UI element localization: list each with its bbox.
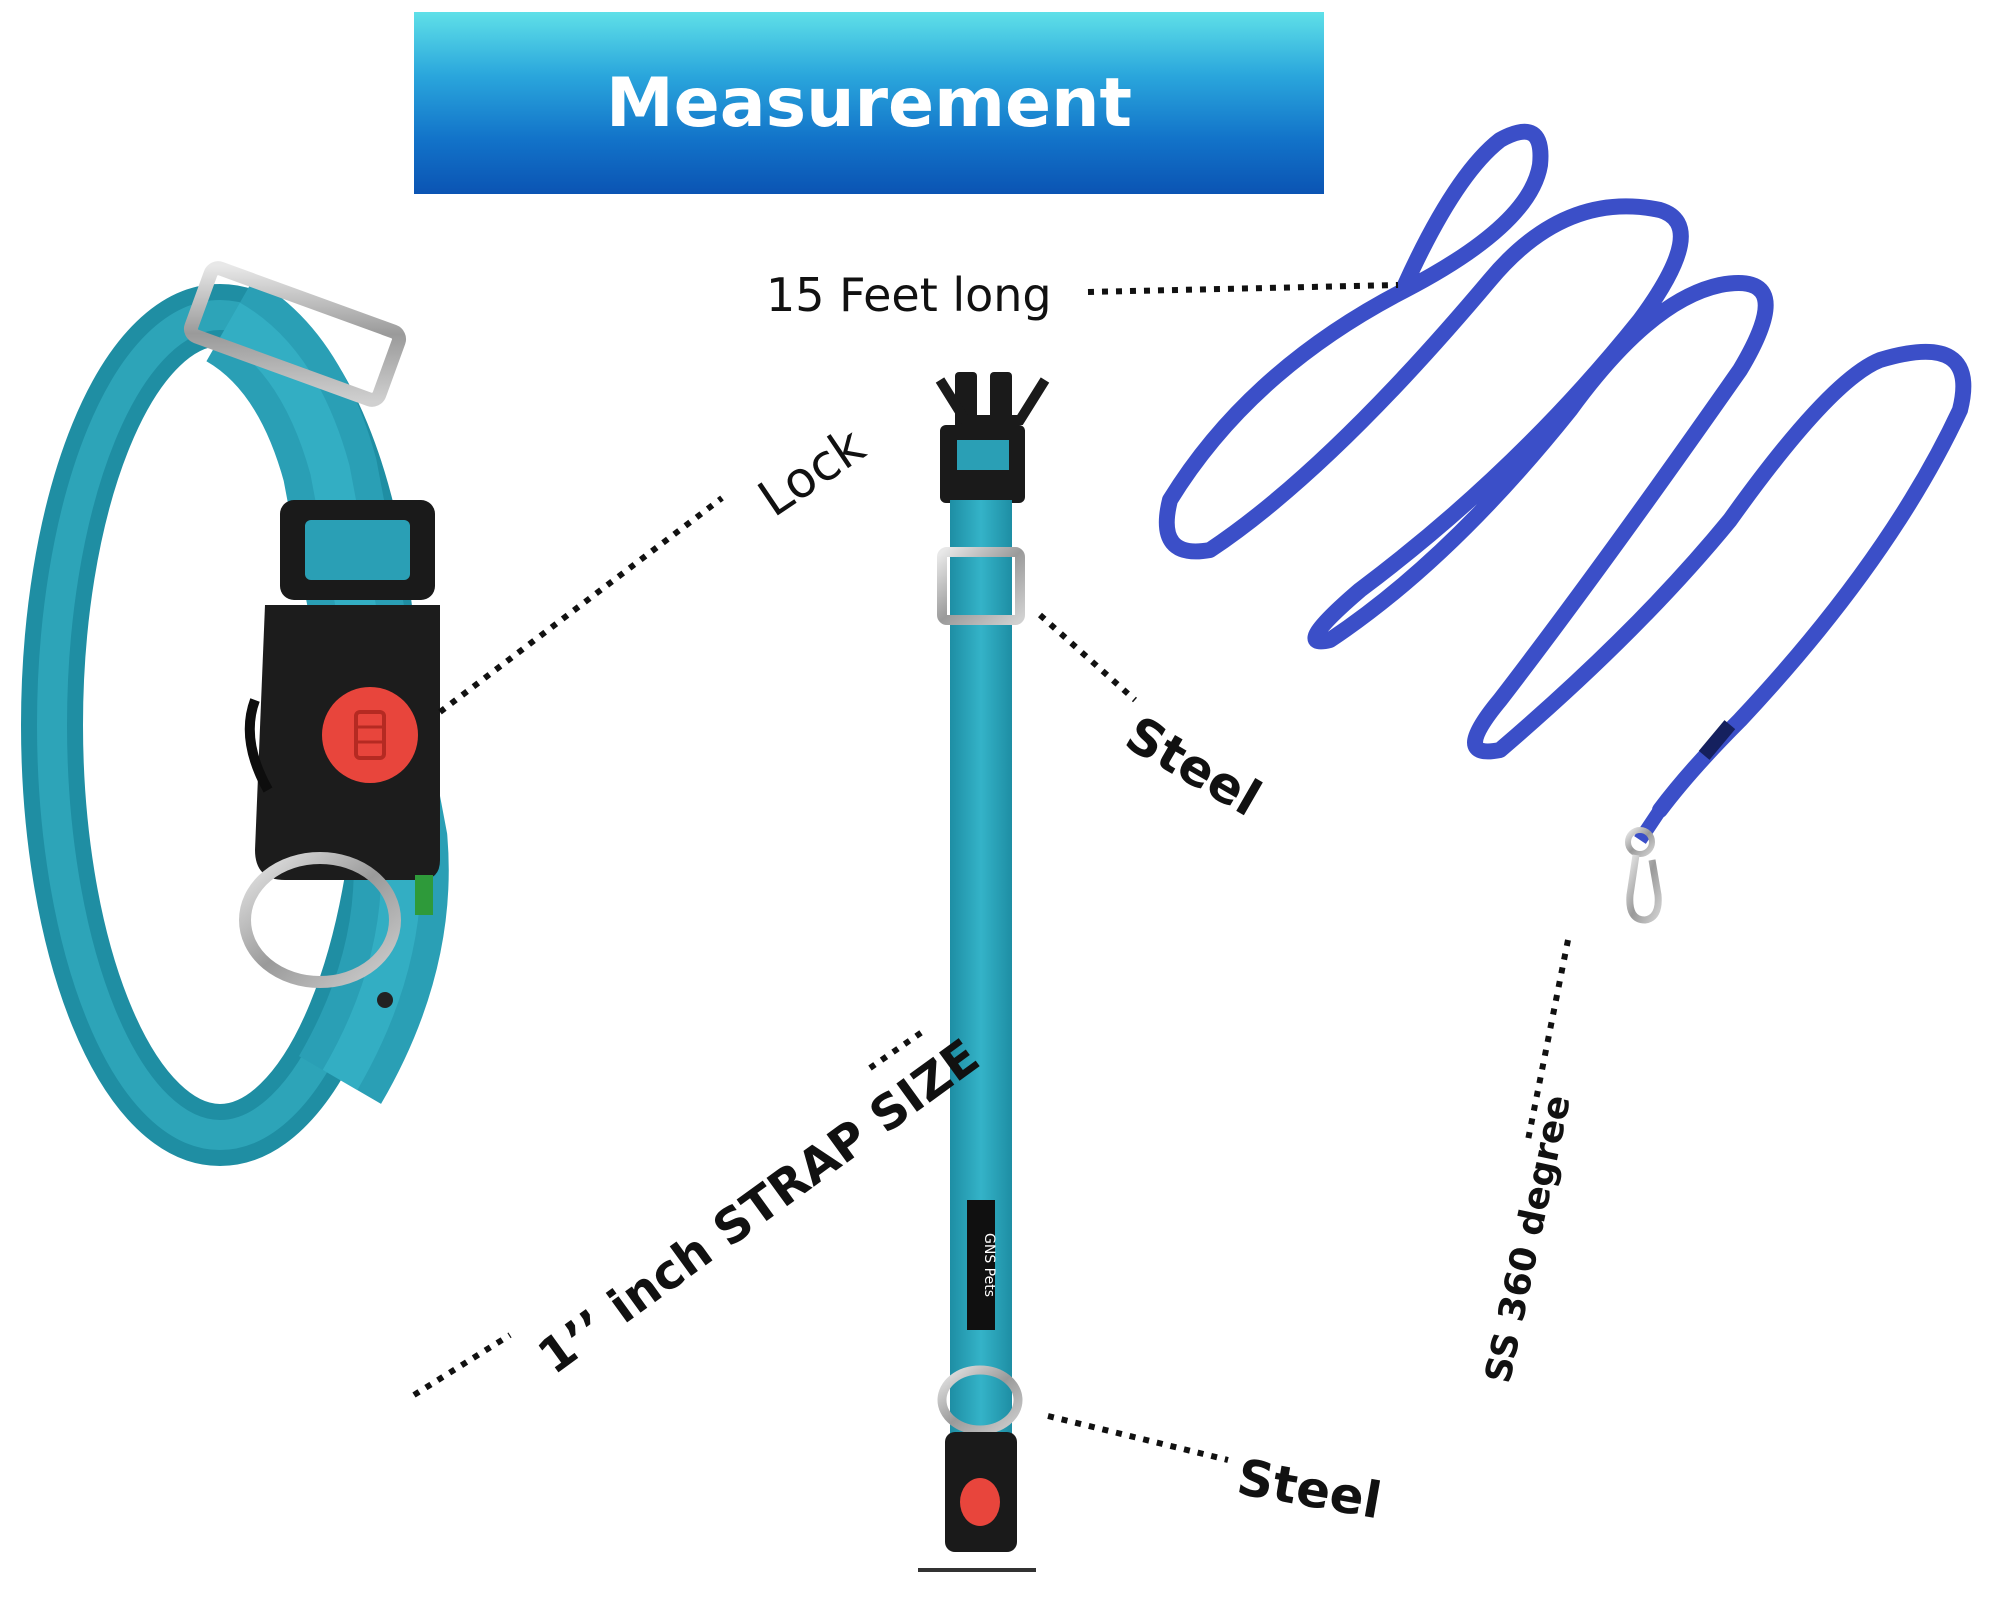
release-button (322, 687, 418, 783)
flat-collar-d-ring (937, 1365, 1023, 1435)
collar-d-ring (239, 852, 401, 988)
leash-strap (1158, 123, 1972, 818)
leader-feet (1087, 282, 1399, 295)
leader-strap-right (868, 1027, 927, 1071)
leader-swivel (1525, 939, 1571, 1141)
leader-steel-bottom (1047, 1413, 1229, 1463)
brand-tag (967, 1200, 995, 1330)
feet-long-label: 15 Feet long (766, 268, 1052, 322)
leash (1158, 123, 1972, 924)
leash-swivel (1625, 827, 1655, 857)
collar-steel-slider (183, 261, 407, 407)
flat-collar: GNS Pets (918, 372, 1050, 1572)
flat-collar-steel-slider (937, 547, 1025, 625)
banner-title: Measurement (605, 63, 1133, 143)
leader-strap-left (412, 1332, 512, 1398)
round-collar (21, 261, 449, 1166)
flat-collar-release-button (960, 1478, 1000, 1526)
leash-snap-hook (1626, 854, 1662, 924)
leader-steel-top (1037, 612, 1138, 703)
leader-lock (438, 495, 724, 715)
title-banner: Measurement (414, 12, 1324, 194)
brand-tag-text: GNS Pets (981, 1233, 997, 1297)
leash-tag (1698, 720, 1736, 760)
leader-lines (412, 282, 1571, 1463)
